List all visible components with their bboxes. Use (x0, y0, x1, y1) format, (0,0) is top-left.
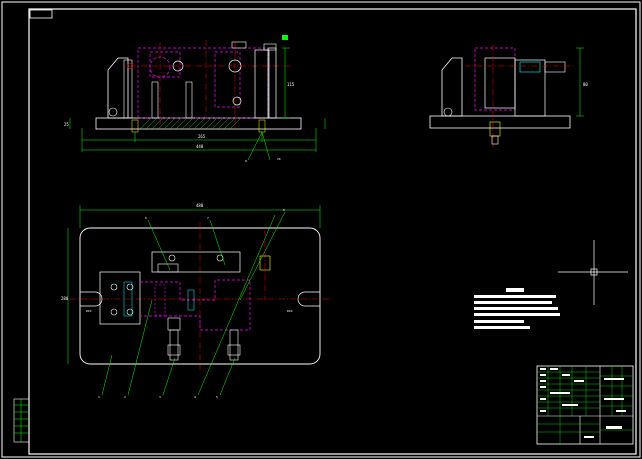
front-view: 265 440 115 25 9 10 (64, 35, 326, 163)
balloon-3: 3 (159, 395, 161, 399)
revision-strip (13, 398, 30, 443)
balloon-9: 9 (245, 159, 247, 163)
dim-front-height: 115 (287, 82, 295, 87)
inner-frame (28, 8, 637, 455)
balloon-8: 8 (283, 208, 285, 212)
plan-view: 480 280 R10 R10 1 2 3 4 5 6 7 8 (61, 203, 330, 399)
balloon-1: 1 (98, 395, 100, 399)
front-dimensions (69, 47, 326, 161)
title-block (536, 365, 634, 445)
crosshair-cursor (558, 240, 628, 305)
dim-plan-overall: 480 (196, 203, 204, 208)
balloon-4: 4 (194, 395, 196, 399)
dim-front-inner: 265 (198, 134, 206, 139)
plan-leaders (67, 205, 321, 396)
dim-plan-left-r: R10 (86, 309, 92, 313)
front-clamp-body (137, 47, 269, 119)
dim-plan-right-r: R10 (287, 309, 293, 313)
dim-side-height: 80 (583, 82, 588, 87)
code-box (29, 9, 53, 19)
dim-front-base: 25 (64, 122, 69, 127)
front-left-support (107, 57, 129, 119)
technical-notes (474, 288, 560, 329)
dim-front-overall: 440 (196, 144, 204, 149)
front-hatch (139, 117, 242, 130)
notes-title-bar (506, 288, 524, 292)
dim-plan-height: 280 (61, 296, 69, 301)
balloon-5: 5 (216, 395, 218, 399)
balloon-6: 6 (145, 216, 147, 220)
balloon-7: 7 (207, 216, 209, 220)
balloon-10: 10 (277, 157, 281, 161)
balloon-2: 2 (124, 395, 126, 399)
front-base-plate (95, 117, 302, 130)
side-view: 80 (429, 45, 588, 148)
